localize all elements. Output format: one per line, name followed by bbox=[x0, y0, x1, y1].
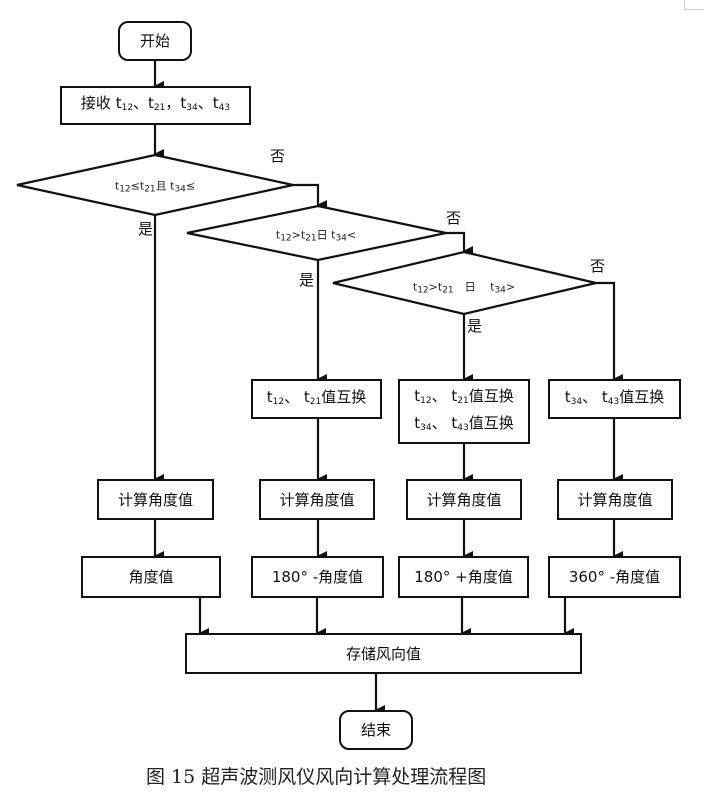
decision1-text: t12≤t21且 t34≤ bbox=[114, 179, 196, 195]
store-wind-direction-box: 存储风向值 bbox=[185, 633, 582, 674]
result-box-2: 180° -角度值 bbox=[251, 556, 384, 598]
swap-t34-t43-box: t34、 t43值互换 bbox=[548, 379, 681, 419]
corner-mark-h bbox=[684, 9, 704, 10]
decision3-no-label: 否 bbox=[590, 257, 606, 275]
receive-label: 接收 t12、t21，t34、t43 bbox=[80, 94, 231, 113]
result-box-1: 角度值 bbox=[81, 556, 221, 598]
result-box-4: 360° -角度值 bbox=[548, 556, 681, 598]
decision1-yes-label: 是 bbox=[138, 220, 154, 238]
end-terminal: 结束 bbox=[339, 710, 413, 750]
decision3-yes-label: 是 bbox=[467, 317, 483, 335]
figure-caption: 图 15 超声波测风仪风向计算处理流程图 bbox=[146, 766, 487, 788]
arrow-d2-no bbox=[446, 231, 473, 256]
calc-angle-box-1: 计算角度值 bbox=[97, 479, 214, 520]
swap-both-box: t12、 t21值互换 t34、 t43值互换 bbox=[398, 379, 530, 444]
decision3-text: t12>t21 日 t34> bbox=[412, 280, 516, 296]
calc-angle-box-3: 计算角度值 bbox=[406, 479, 522, 520]
decision1-no-label: 否 bbox=[270, 147, 286, 165]
decision2-text: t12>t21日 t34< bbox=[275, 228, 357, 244]
result-box-3: 180° +角度值 bbox=[398, 556, 529, 598]
corner-mark bbox=[684, 0, 685, 10]
arrow-d1-no bbox=[293, 183, 327, 210]
calc-angle-box-4: 计算角度值 bbox=[557, 479, 673, 520]
decision2-no-label: 否 bbox=[446, 209, 462, 227]
calc-angle-box-2: 计算角度值 bbox=[259, 479, 375, 520]
arrow-d3-no bbox=[596, 281, 623, 384]
start-terminal: 开始 bbox=[118, 21, 192, 61]
receive-process: 接收 t12、t21，t34、t43 bbox=[60, 86, 251, 125]
start-label: 开始 bbox=[139, 32, 170, 50]
decision2-yes-label: 是 bbox=[299, 271, 315, 289]
swap-t12-t21-box: t12、 t21值互换 bbox=[251, 379, 382, 419]
